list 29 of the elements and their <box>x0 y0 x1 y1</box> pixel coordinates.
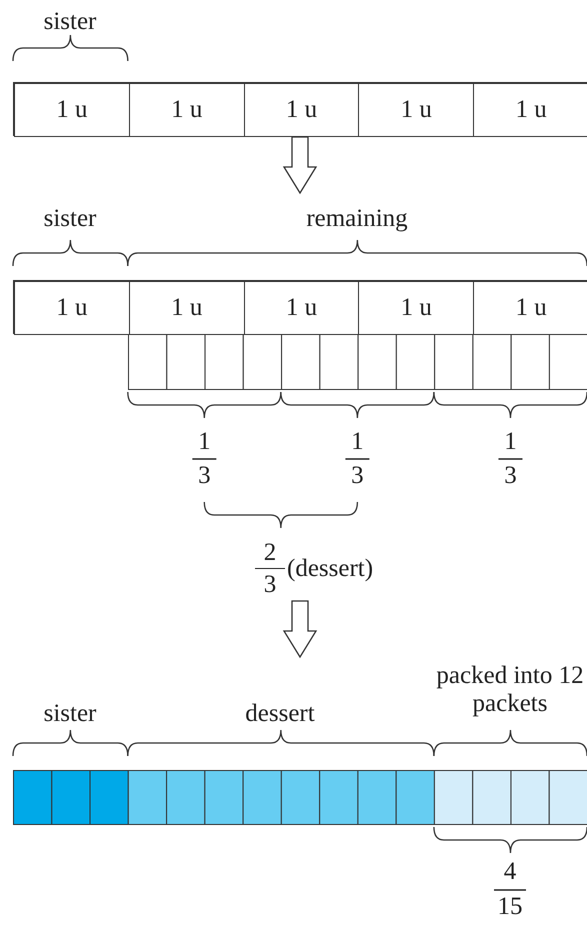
bar-label: remaining <box>305 205 409 233</box>
bar-label: packed into 12 packets <box>435 662 585 718</box>
bar-model <box>13 280 587 334</box>
unit-cell: 1 u <box>244 83 360 137</box>
bar-label: sister <box>42 8 98 36</box>
bar-label: sister <box>42 205 98 233</box>
bar-model <box>13 770 587 825</box>
bar-label: 1 <box>350 428 365 456</box>
down-arrow <box>282 600 318 658</box>
bar-label: 3 <box>350 462 365 490</box>
bar-label: 4 <box>502 858 518 886</box>
unit-cell: 1 u <box>128 83 245 137</box>
unit-cell: 1 u <box>14 281 130 335</box>
bar-model <box>13 82 587 136</box>
bar-label: 3 <box>503 462 518 490</box>
unit-cell: 1 u <box>358 281 474 335</box>
bar-label: 1 <box>197 428 212 456</box>
bar-label: 15 <box>496 893 524 921</box>
down-arrow <box>282 136 318 194</box>
bar-label: 3 <box>197 462 212 490</box>
unit-cell: 1 u <box>473 83 587 137</box>
unit-cell: 1 u <box>14 83 130 137</box>
bar-label: dessert <box>244 700 316 728</box>
bar-label: sister <box>42 700 98 728</box>
unit-cell: 1 u <box>128 281 245 335</box>
bar-model <box>128 334 587 390</box>
unit-cell: 1 u <box>244 281 360 335</box>
bar-label: 1 <box>503 428 518 456</box>
unit-cell: 1 u <box>358 83 474 137</box>
